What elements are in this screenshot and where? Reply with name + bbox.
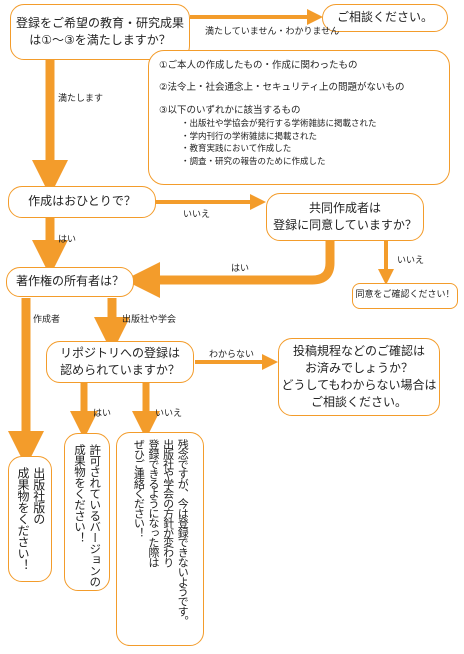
publisher-version-box: 出版社版の 成果物をください！ [8,456,52,582]
label-publisher: 出版社や学会 [122,315,177,325]
label-not-satisfied: 満たしていません・わかりません [205,27,340,37]
condition-1: ①ご本人の作成したもの・作成に関わったもの [159,60,358,71]
q5-box: リポジトリへの登録は 認められていますか？ [46,341,194,383]
q1-line-1: 登録をご希望の教育・研究成果 [15,15,184,30]
condition-3-list: ・出版社や学協会が発行する学術雑誌に掲載された ・学内刊行の学術雑誌に掲載された… [181,118,439,169]
q4-box: 著作権の所有者は？ [6,267,134,297]
label-no-consent: いいえ [397,256,425,266]
label-yes-repo: はい [93,409,112,419]
not-now-col-1: 残念ですが、今は登録できないようです。 [176,439,190,626]
q5-line-2: 認められていますか？ [60,363,180,377]
condition-3-item: ・出版社や学協会が発行する学術雑誌に掲載された [181,118,377,129]
consult-text: ご相談ください。 [336,10,433,25]
q1-line-2: は①～③を満たしますか？ [29,33,171,47]
permitted-version-box: 許可されているバージョンの 成果物をください！ [64,433,110,591]
permitted-version-col-1: 許可されているバージョンの [88,444,103,587]
label-yes-consent: はい [231,264,250,274]
condition-2: ②法令上・社会通念上・セキュリティ上の問題がないもの [159,82,405,94]
confirm-consent-box: 同意をご確認ください！ [352,283,458,309]
q2-text: 作成はおひとりで？ [28,194,136,209]
q3-box: 共同作成者は 登録に同意していますか？ [266,193,424,241]
conditions-box: ①ご本人の作成したもの・作成に関わったもの ②法令上・社会通念上・セキュリティ上… [148,50,450,185]
label-unknown: わからない [209,350,255,360]
q5-line-1: リポジトリへの登録は [59,345,180,360]
arrow-q3-to-q4 [124,241,335,298]
condition-3: ③以下のいずれかに該当するもの [159,104,301,116]
label-author: 作成者 [33,315,61,325]
not-now-col-2: 出版社や学会の方針が変わり [161,439,175,567]
condition-3-item: ・学内刊行の学術雑誌に掲載された [181,131,318,142]
label-yes-alone: はい [58,235,77,245]
publisher-version-col-1: 出版社版の [31,467,46,525]
consult-box: ご相談ください。 [322,4,448,32]
publisher-version-col-2: 成果物をください！ [16,467,30,571]
condition-3-item: ・調査・研究の報告のために作成した [181,157,326,167]
q3-line-1: 共同作成者は [308,200,381,215]
check-rules-line-4: ご相談ください。 [310,394,407,409]
check-rules-line-2: お済みでしょうか？ [304,361,413,376]
label-satisfied: 満たします [58,94,104,104]
confirm-consent-text: 同意をご確認ください！ [355,290,455,301]
q3-line-2: 登録に同意していますか？ [273,218,417,232]
condition-3-item: ・教育実践において作成した [181,144,292,155]
q4-text: 著作権の所有者は？ [15,274,124,289]
label-no-alone: いいえ [183,210,211,220]
permitted-version-col-2: 成果物をください！ [73,444,87,543]
check-rules-line-1: 投稿規程などのご確認は [292,344,425,359]
not-now-box: 残念ですが、今は登録できないようです。 出版社や学会の方針が変わり 登録できるよ… [116,432,204,646]
q2-box: 作成はおひとりで？ [8,186,156,218]
check-rules-line-3: どうしてもわからない場合は [281,378,437,392]
not-now-col-3: 登録できるようになった際は [147,439,160,567]
label-no-repo: いいえ [155,409,183,419]
check-rules-box: 投稿規程などのご確認は お済みでしょうか？ どうしてもわからない場合は ご相談く… [278,338,440,416]
not-now-col-4: ぜひご連絡ください！ [132,439,146,538]
